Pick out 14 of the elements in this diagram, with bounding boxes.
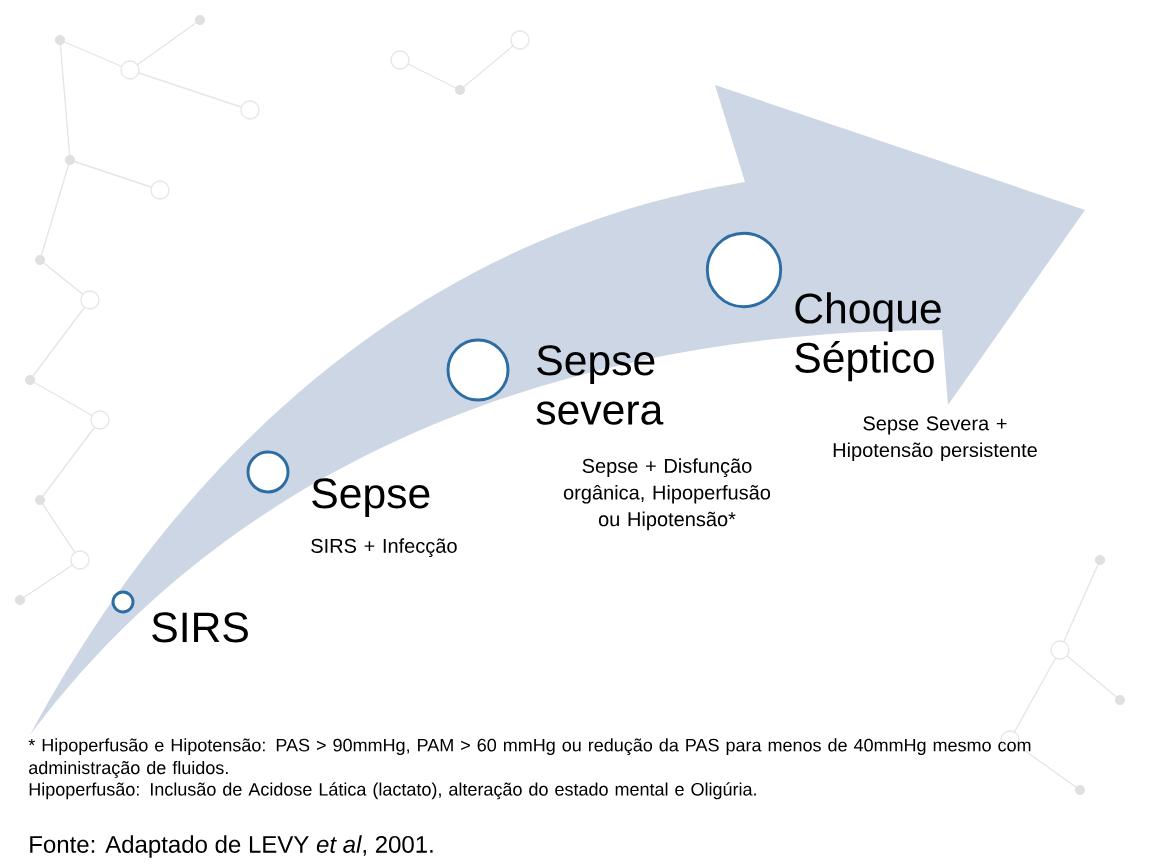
stage-description: SIRS + Infecção (311, 538, 457, 557)
stage-heading: Choque Séptico (795, 292, 941, 382)
stage-heading: SIRS (152, 612, 248, 643)
stage-circle (446, 338, 510, 402)
stage-description: Sepse + Disfunção orgânica, Hipoperfusão ou Hipotensão* (563, 458, 771, 531)
caption: Fonte: Adaptado de LEVY et al, 2001. (30, 835, 433, 858)
stage-circle (246, 450, 290, 494)
footnote: * Hipoperfusão e Hipotensão: PAS > 90mmHg, PAM > 60 mmHg ou redução da PAS para menos de 40mmHg mesmo com administração de fluidos. (28, 738, 1031, 778)
stage-heading: Sepse (312, 478, 430, 517)
stage-description: Sepse Severa + Hipotensão persistente (833, 416, 1037, 462)
footnote: Hipoperfusão: Inclusão de Acidose Lática (lactato), alteração do estado mental e Oligúria. (29, 782, 756, 800)
stage-circle (111, 590, 135, 614)
stage-circle (705, 231, 783, 309)
stage-heading: Sepse severa (536, 345, 664, 425)
